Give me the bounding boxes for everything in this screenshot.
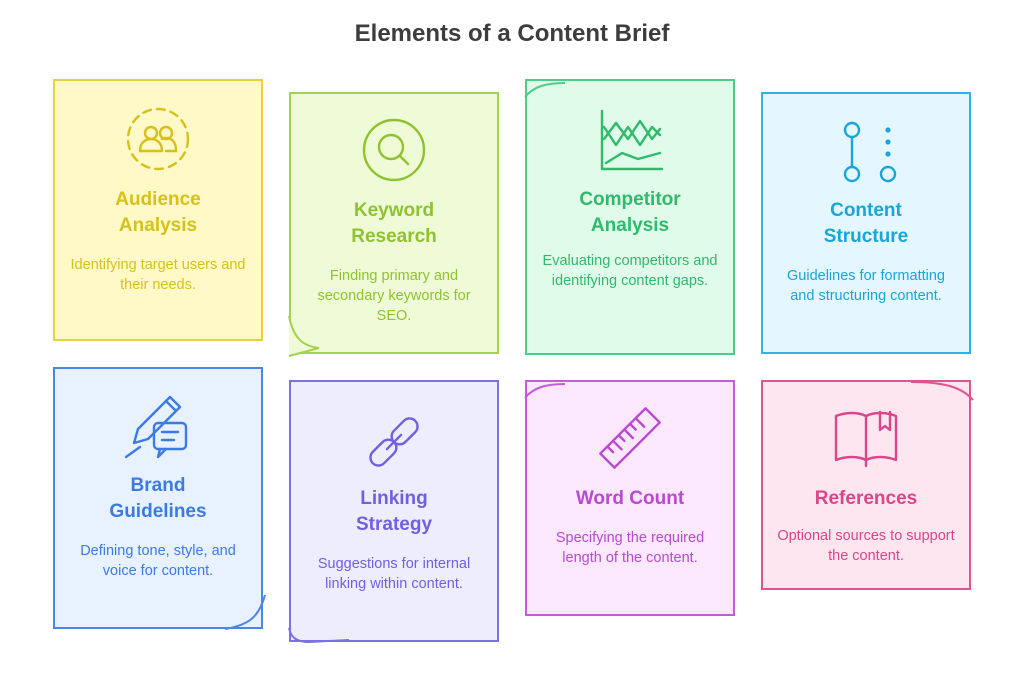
card-description: Identifying target users and their needs… <box>70 257 246 293</box>
card-title-line1: Content <box>830 200 902 221</box>
card-description: Finding primary and secondary keywords f… <box>317 268 471 324</box>
card-description: Specifying the required length of the co… <box>555 530 705 566</box>
card-description: Defining tone, style, and voice for cont… <box>80 543 236 579</box>
card-competitor-analysis: Competitor Analysis Evaluating competito… <box>524 79 735 355</box>
card-description: Guidelines for formatting and structurin… <box>787 268 945 304</box>
page-curl-decoration <box>288 627 350 644</box>
card-title-line1: Brand <box>130 475 186 496</box>
magnifier-icon <box>358 114 430 186</box>
card-title-line1: Competitor <box>579 189 681 210</box>
card-linking-strategy: Linking Strategy Suggestions for interna… <box>288 380 499 644</box>
card-brand-guidelines: Brand Guidelines Defining tone, style, a… <box>53 367 266 630</box>
card-keyword-research: Keyword Research Finding primary and sec… <box>288 92 499 357</box>
card-description: Suggestions for internal linking within … <box>317 556 471 592</box>
book-icon <box>830 402 902 474</box>
card-word-count: Word Count Specifying the required lengt… <box>524 380 735 616</box>
structure-icon <box>830 116 902 188</box>
card-title-line1: Audience <box>115 189 201 210</box>
page-curl-decoration <box>524 82 566 98</box>
pencil-chat-icon <box>122 393 194 465</box>
card-title-line1: Keyword <box>353 200 435 221</box>
page-curl-decoration <box>224 594 266 630</box>
page-curl-decoration <box>288 315 320 357</box>
card-title-line2: Analysis <box>118 215 198 236</box>
card-title-line2: Guidelines <box>109 501 207 522</box>
link-icon <box>358 406 430 478</box>
card-audience-analysis: Audience Analysis Identifying target use… <box>53 79 263 341</box>
card-title-line1: Word Count <box>575 488 685 509</box>
card-title-line1: References <box>814 488 918 509</box>
card-title-line1: Linking <box>360 488 428 509</box>
line-chart-icon <box>594 105 666 177</box>
page-curl-decoration <box>524 383 566 399</box>
page-curl-decoration <box>910 381 974 401</box>
ruler-icon <box>594 402 666 474</box>
card-title-line2: Analysis <box>590 215 670 236</box>
page-title: Elements of a Content Brief <box>354 20 670 47</box>
card-references: References Optional sources to support t… <box>761 380 974 590</box>
audience-icon <box>122 103 194 175</box>
card-content-structure: Content Structure Guidelines for formatt… <box>761 92 971 354</box>
card-title-line2: Structure <box>823 226 909 247</box>
card-title-line2: Strategy <box>355 514 433 535</box>
card-title-line2: Research <box>351 226 437 247</box>
card-description: Optional sources to support the content. <box>777 528 955 564</box>
card-description: Evaluating competitors and identifying c… <box>542 253 718 289</box>
